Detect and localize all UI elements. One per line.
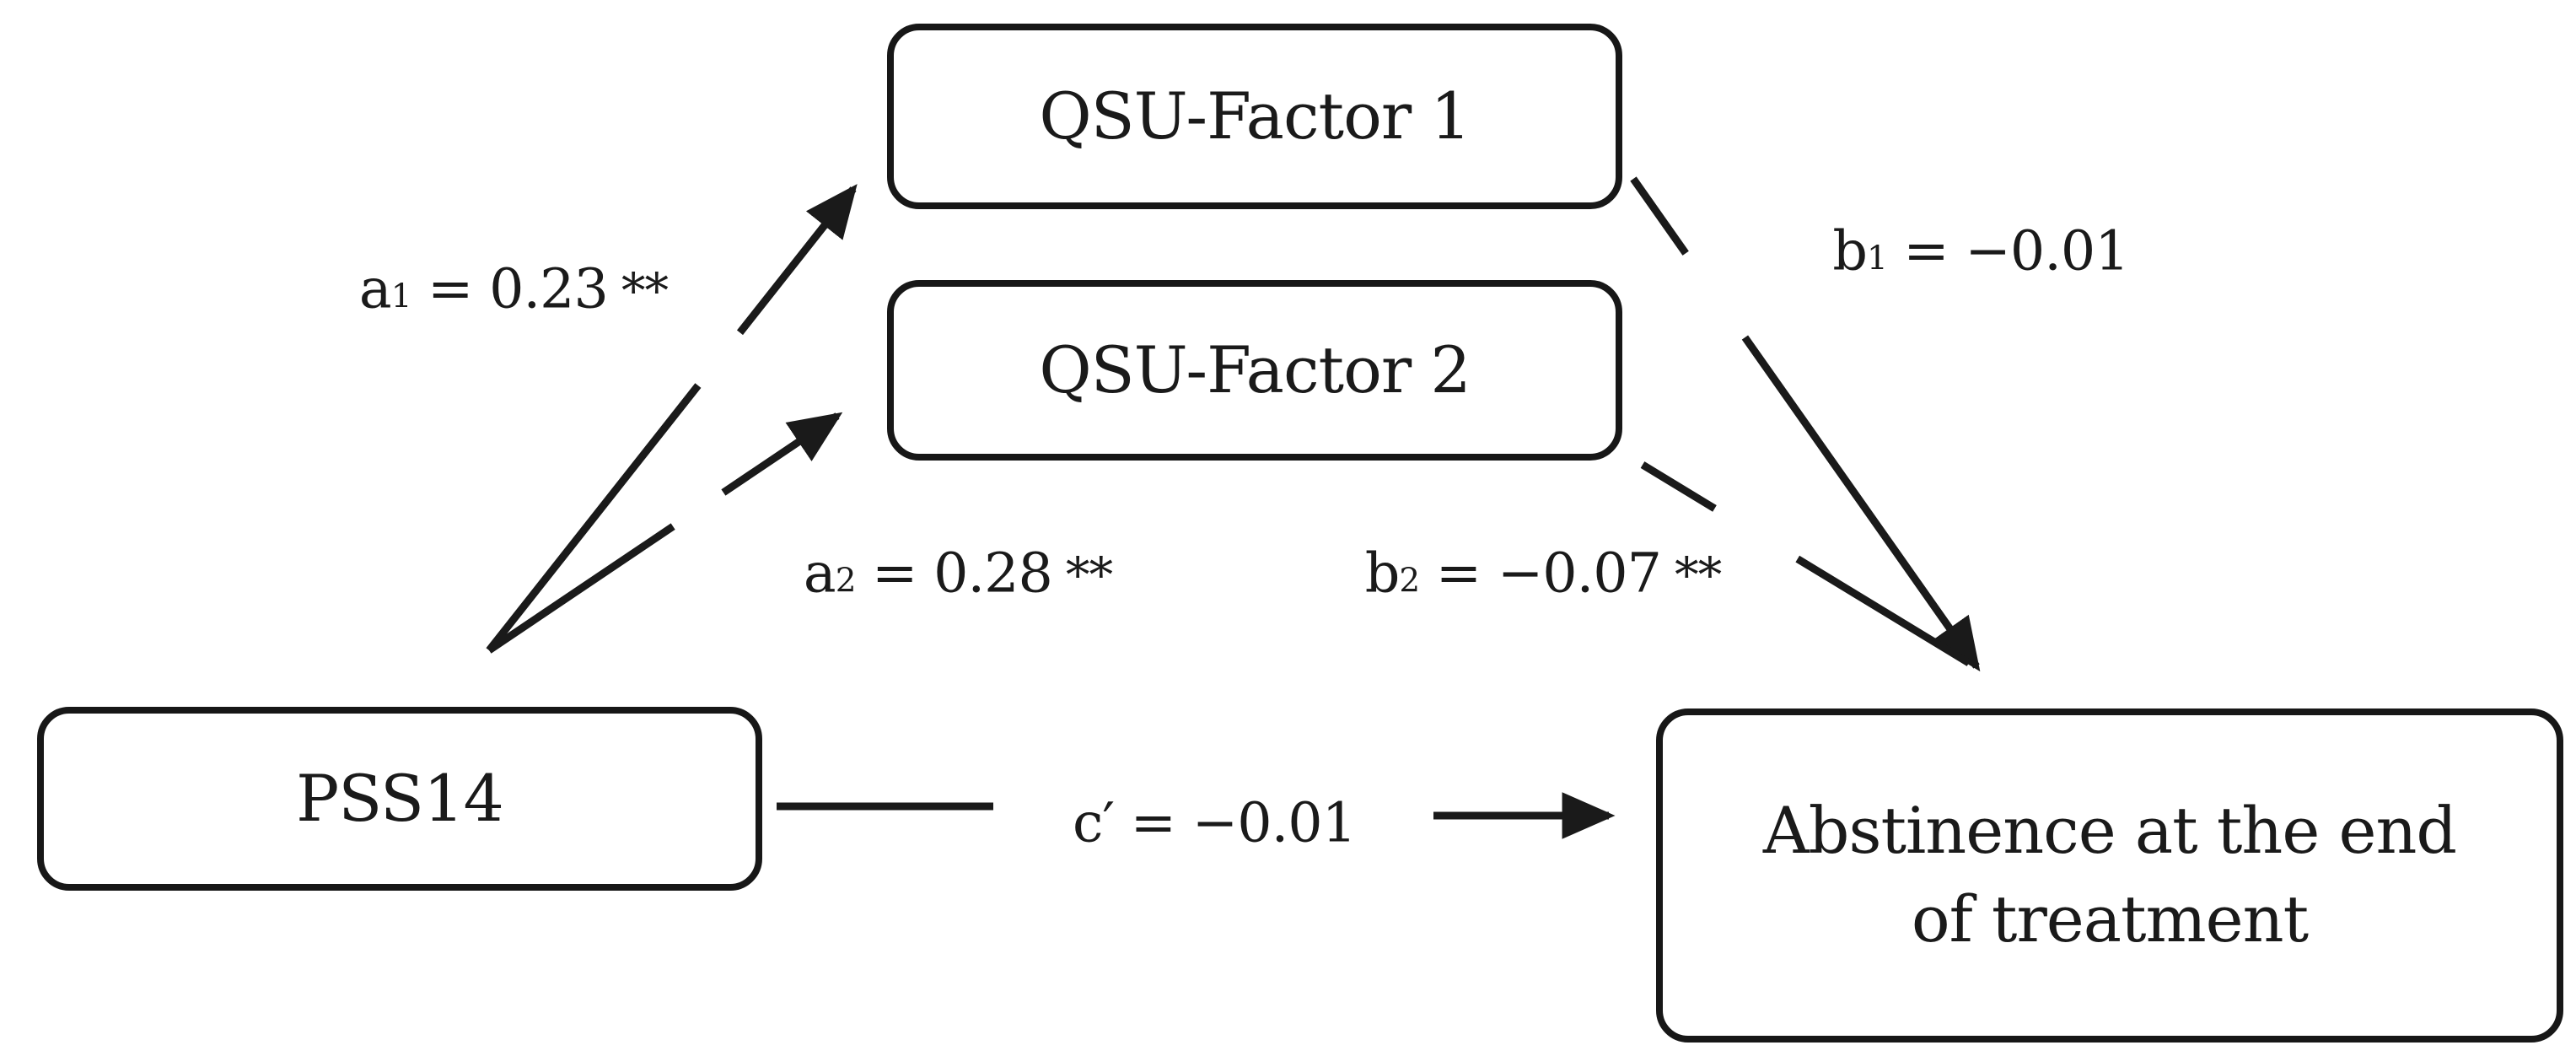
coefficient-symbol-a1: a1 [358,257,412,321]
coefficient-subscript-b1: 1 [1866,240,1888,278]
coefficient-symbol-b2: b2 [1364,541,1420,606]
arrow-a1-pss14-to-qsu1 [486,184,858,653]
path-label-b1: b1= −0.01 [1832,219,2129,283]
arrow-b1-qsu1-to-abstinence [1630,176,1981,672]
coefficient-value-a1: = 0.23 [428,257,609,321]
coefficient-subscript-a1: 1 [390,277,412,316]
box-qsu-factor-1-label: QSU-Factor 1 [1039,78,1471,154]
coefficient-value-b2: = −0.07 [1435,541,1662,606]
path-label-a1: a1= 0.23** [358,257,669,321]
coefficient-symbol-c-prime: c′ [1073,791,1115,855]
box-qsu-factor-2: QSU-Factor 2 [887,280,1622,461]
box-pss14: PSS14 [37,707,762,891]
arrow-a2-pss14-to-qsu2 [487,412,843,654]
coefficient-symbol-a2: a2 [803,541,857,606]
path-label-c-prime: c′= −0.01 [1073,791,1357,855]
coefficient-value-c-prime: = −0.01 [1130,791,1357,855]
coefficient-subscript-a2: 2 [835,562,857,601]
box-qsu-factor-2-label: QSU-Factor 2 [1039,331,1471,407]
coefficient-value-b1: = −0.01 [1903,219,2129,283]
arrow-b2-qsu2-to-abstinence [1640,461,1971,666]
significance-stars-a1: ** [621,263,669,320]
coefficient-subscript-b2: 2 [1399,562,1420,601]
box-abstinence-outcome: Abstinence at the end of treatment [1656,708,2563,1043]
coefficient-value-a2: = 0.28 [872,541,1053,606]
significance-stars-a2: ** [1065,547,1113,604]
box-abstinence-label-line1: Abstinence at the end [1762,793,2457,869]
path-label-b2: b2= −0.07** [1364,541,1722,606]
significance-stars-b2: ** [1675,547,1722,604]
box-qsu-factor-1: QSU-Factor 1 [887,24,1622,209]
box-abstinence-label-line2: of treatment [1911,881,2309,956]
box-pss14-label: PSS14 [296,760,504,836]
coefficient-symbol-b1: b1 [1832,219,1888,283]
path-label-a2: a2= 0.28** [803,541,1113,606]
